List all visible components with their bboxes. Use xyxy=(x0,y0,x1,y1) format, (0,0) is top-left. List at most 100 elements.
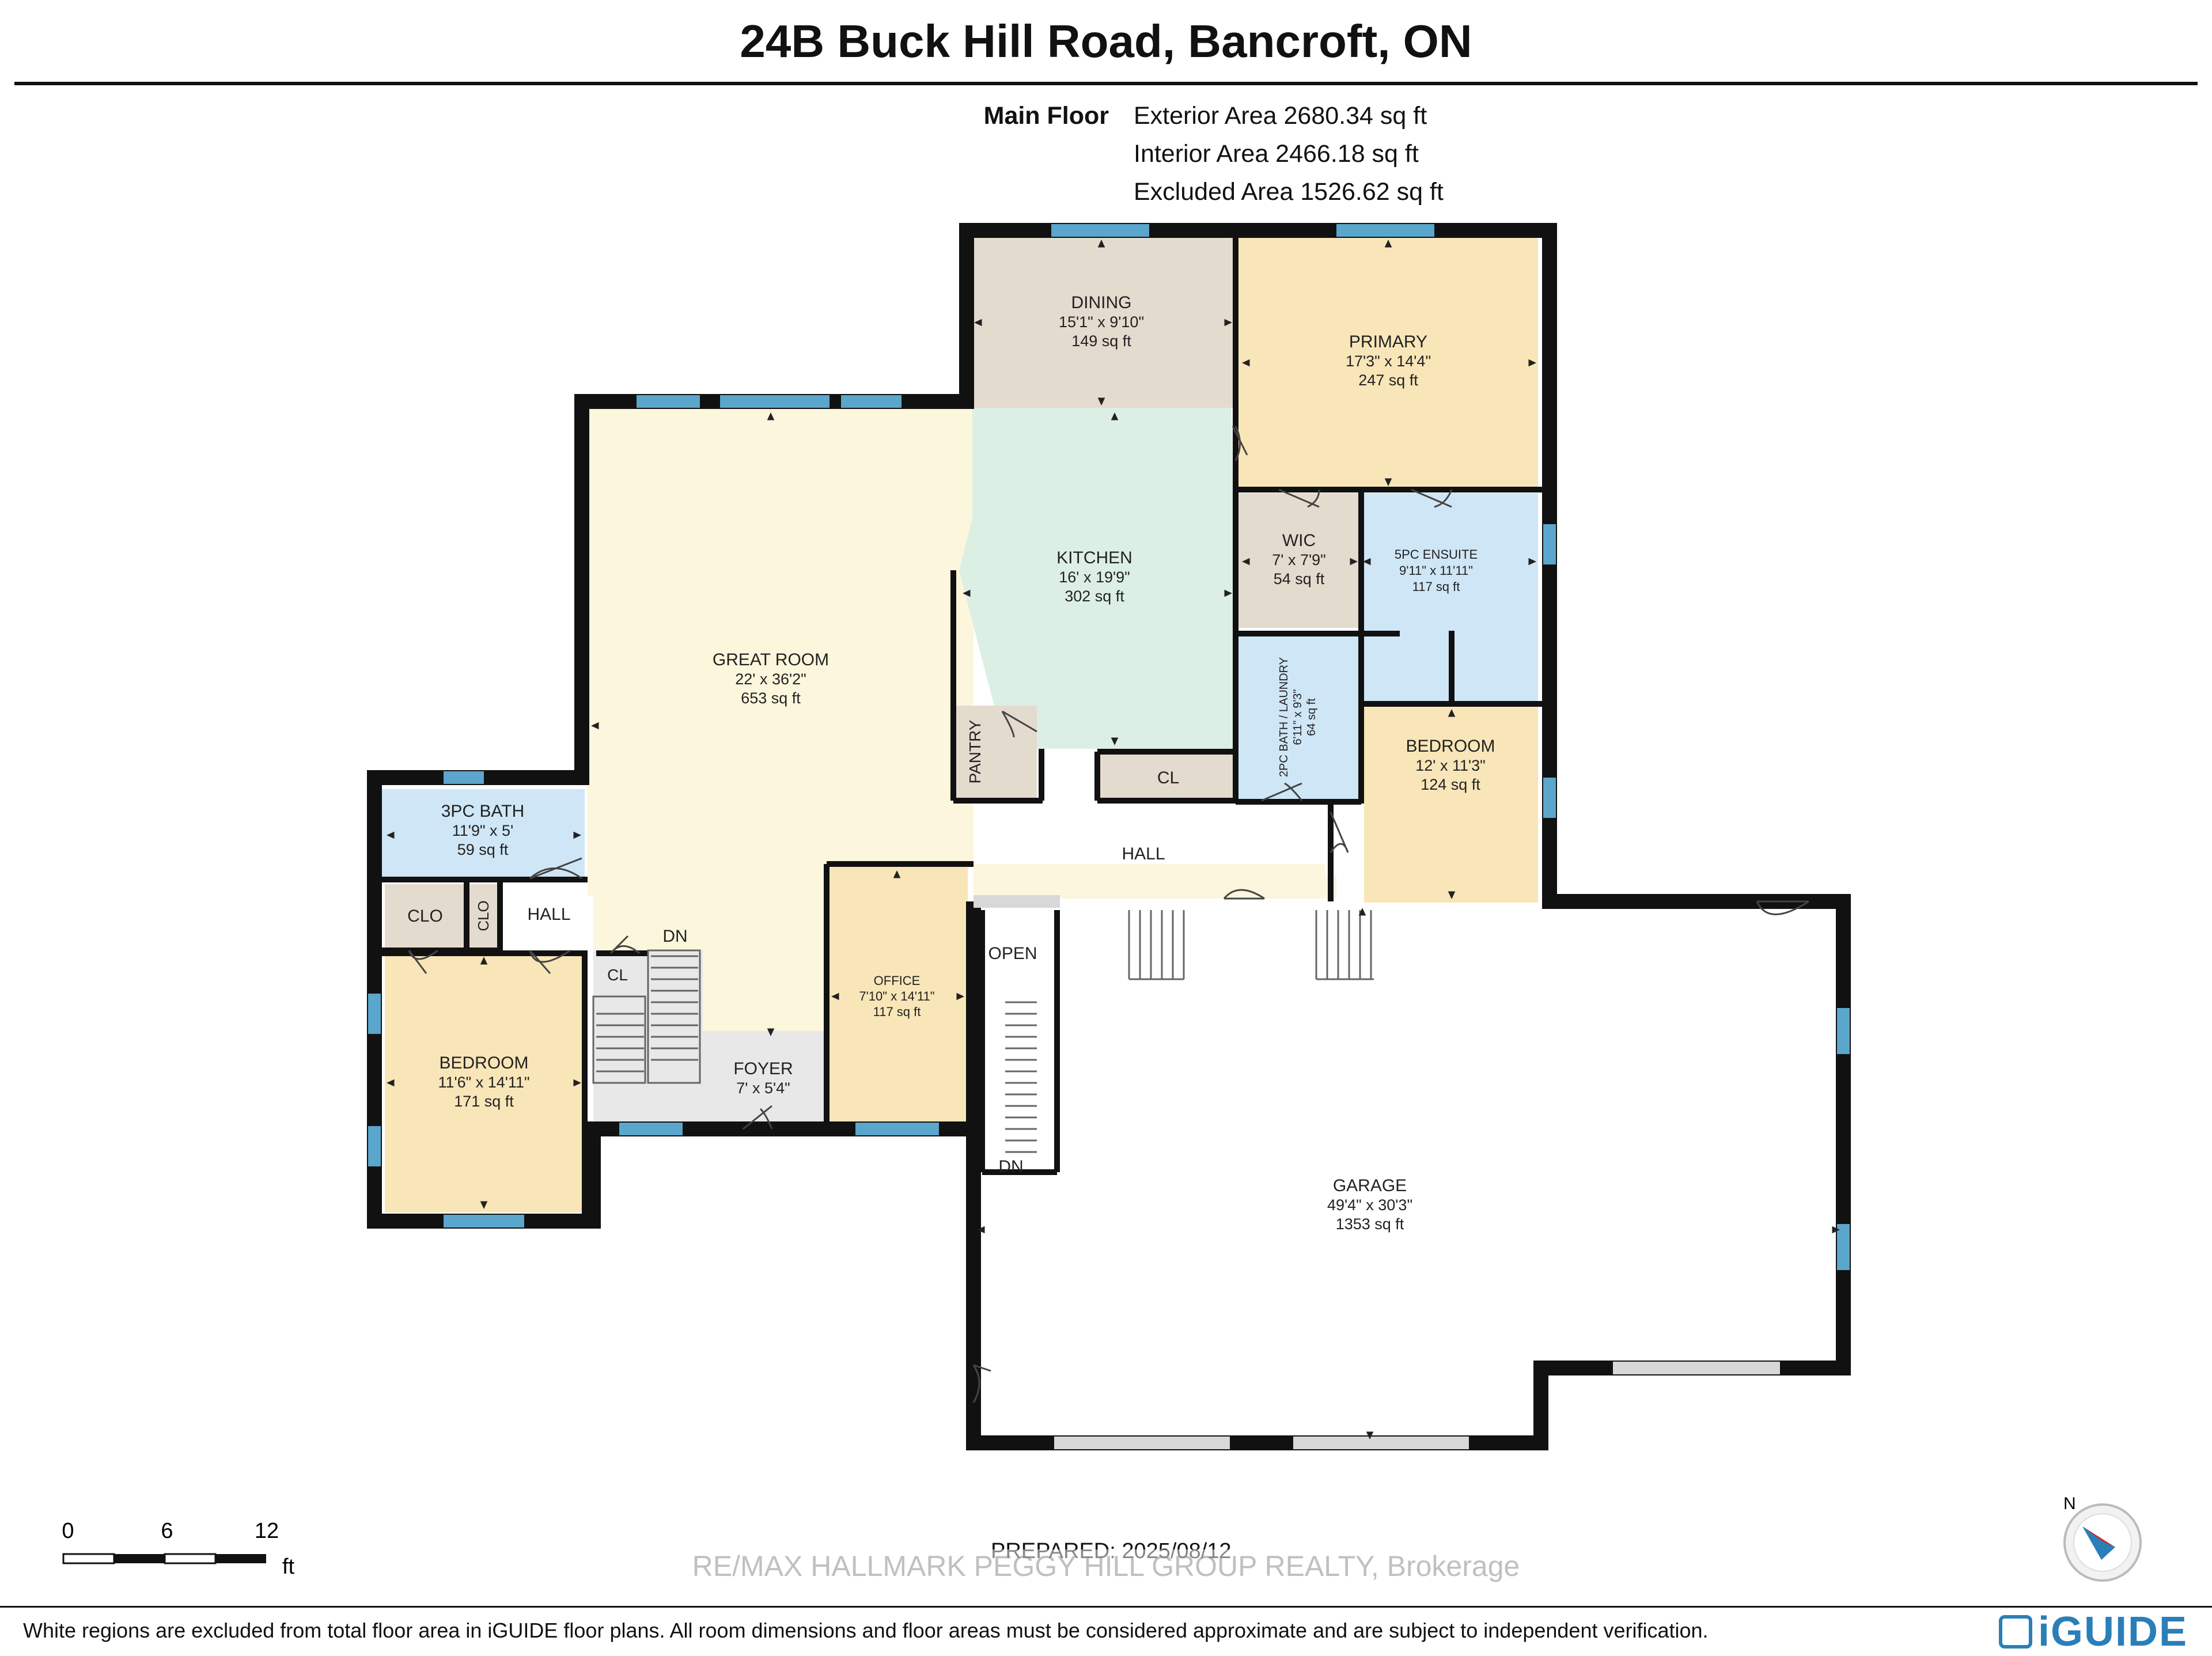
floor-name: Main Floor xyxy=(983,102,1109,130)
garage-doors xyxy=(974,895,1780,1449)
ensuite-name: 5PC ENSUITE xyxy=(1395,547,1478,562)
bedroom-west-name: BEDROOM xyxy=(439,1054,528,1073)
dining-name: DINING xyxy=(1071,293,1132,312)
kitchen-fill xyxy=(959,408,1236,749)
hall-east-label: HALL xyxy=(1122,844,1165,863)
dimension-marks xyxy=(387,240,1840,1439)
main-stair-upper xyxy=(647,949,701,1084)
dimension-arrow xyxy=(1111,737,1119,745)
excluded-area: Excluded Area 1526.62 sq ft xyxy=(1134,178,1444,206)
dimension-arrow xyxy=(767,1028,775,1036)
dimension-arrow xyxy=(1242,359,1250,367)
title-divider xyxy=(14,82,2198,85)
ensuite-dims: 9'11" x 11'11" xyxy=(1399,563,1473,578)
disclaimer-note: White regions are excluded from total fl… xyxy=(23,1619,1709,1642)
kitchen-dims: 16' x 19'9" xyxy=(1059,569,1130,586)
scale-tick-12: 12 xyxy=(255,1519,279,1543)
dining-area: 149 sq ft xyxy=(1071,332,1131,350)
door-swing xyxy=(1261,782,1303,802)
brand-logo[interactable]: iGUIDE xyxy=(1999,1609,2188,1655)
primary-dims: 17'3" x 14'4" xyxy=(1346,353,1431,370)
dimension-arrow xyxy=(956,992,964,1001)
door-swing xyxy=(1232,426,1248,461)
interior-area: Interior Area 2466.18 sq ft xyxy=(1134,140,1419,168)
dimension-arrow xyxy=(573,831,581,839)
laundry-name: 2PC BATH / LAUNDRY xyxy=(1278,657,1290,777)
primary-area: 247 sq ft xyxy=(1358,372,1418,389)
dimension-arrow xyxy=(1363,558,1371,566)
footer-divider xyxy=(0,1606,2212,1608)
dimension-arrow xyxy=(1832,1226,1840,1234)
laundry-area: 64 sq ft xyxy=(1305,698,1318,736)
door-swing xyxy=(529,857,582,880)
office-name: OFFICE xyxy=(874,973,921,988)
dimension-arrow xyxy=(831,992,839,1001)
bedroom-west-fill xyxy=(385,953,584,1212)
foyer-name: FOYER xyxy=(733,1059,793,1078)
dimension-arrow xyxy=(963,589,971,597)
dimension-arrow xyxy=(1366,1431,1374,1439)
exterior-walls xyxy=(367,223,1851,1450)
closet-west-fill xyxy=(385,884,465,948)
door-swing xyxy=(408,949,438,974)
door-swing xyxy=(743,1105,773,1130)
kitchen-closet-label: CL xyxy=(1157,768,1179,787)
iguide-icon xyxy=(1999,1615,2032,1649)
brokerage-watermark: RE/MAX HALLMARK PEGGY HILL GROUP REALTY,… xyxy=(662,1549,1550,1583)
bath3-fill xyxy=(380,789,585,878)
bedroom-east-dims: 12' x 11'3" xyxy=(1415,757,1485,774)
dimension-arrow xyxy=(893,870,901,878)
scale-bar: 0 6 12 ft xyxy=(62,1519,295,1579)
pantry-label: PANTRY xyxy=(966,719,984,783)
windows xyxy=(368,224,1850,1270)
primary-name: PRIMARY xyxy=(1349,332,1427,351)
door-swing xyxy=(1411,488,1453,508)
door-swing xyxy=(1756,900,1809,915)
dimension-arrow xyxy=(1448,891,1456,899)
dimension-arrow xyxy=(1224,589,1232,597)
bedroom-east-name: BEDROOM xyxy=(1406,737,1495,756)
door-swing xyxy=(1330,812,1349,853)
stairs xyxy=(592,910,1374,1153)
scale-unit: ft xyxy=(282,1555,295,1579)
dimension-arrow xyxy=(387,831,395,839)
dimension-arrow xyxy=(1350,558,1358,566)
scale-segment xyxy=(215,1554,266,1563)
wic-area: 54 sq ft xyxy=(1274,570,1325,588)
deck-steps xyxy=(1128,910,1374,980)
kitchen-closet-fill xyxy=(1100,755,1233,798)
main-house-outline xyxy=(367,223,1851,1450)
dimension-arrow xyxy=(1384,478,1392,486)
dimension-arrow xyxy=(591,722,599,730)
laundry-dims: 6'11" x 9'3" xyxy=(1291,689,1304,745)
wic-dims: 7' x 7'9" xyxy=(1272,551,1325,569)
bedroom-east-area: 124 sq ft xyxy=(1421,776,1480,793)
dimension-arrow xyxy=(1097,240,1105,248)
hall-west-label: HALL xyxy=(527,905,570,924)
dimension-arrow xyxy=(1242,558,1250,566)
scale-tick-0: 0 xyxy=(62,1519,74,1543)
dimension-arrow xyxy=(573,1079,581,1087)
compass-north-label: N xyxy=(2063,1494,2076,1513)
area-summary: Exterior Area 2680.34 sq ft Interior Are… xyxy=(1134,97,1444,211)
office-dims: 7'10" x 14'11" xyxy=(859,989,934,1003)
bath3-name: 3PC BATH xyxy=(441,802,524,821)
ensuite-area: 117 sq ft xyxy=(1412,579,1460,594)
wic-name: WIC xyxy=(1282,531,1316,550)
garage-area: 1353 sq ft xyxy=(1336,1215,1404,1233)
stair-dn-label: DN xyxy=(662,927,687,946)
dining-fill xyxy=(972,237,1236,408)
dimension-arrow xyxy=(387,1079,395,1087)
dimension-arrow xyxy=(767,412,775,420)
scale-tick-6: 6 xyxy=(161,1519,173,1543)
dimension-arrow xyxy=(1528,359,1536,367)
plan-title: 24B Buck Hill Road, Bancroft, ON xyxy=(740,16,1472,67)
garage-dims: 49'4" x 30'3" xyxy=(1327,1196,1412,1214)
bath3-area: 59 sq ft xyxy=(457,841,509,858)
great-room-name: GREAT ROOM xyxy=(713,650,829,669)
garage-open-label: OPEN xyxy=(988,944,1037,963)
garage-name: GARAGE xyxy=(1333,1176,1407,1195)
foyer-dims: 7' x 5'4" xyxy=(736,1079,790,1097)
brand-name: iGUIDE xyxy=(2038,1609,2188,1655)
